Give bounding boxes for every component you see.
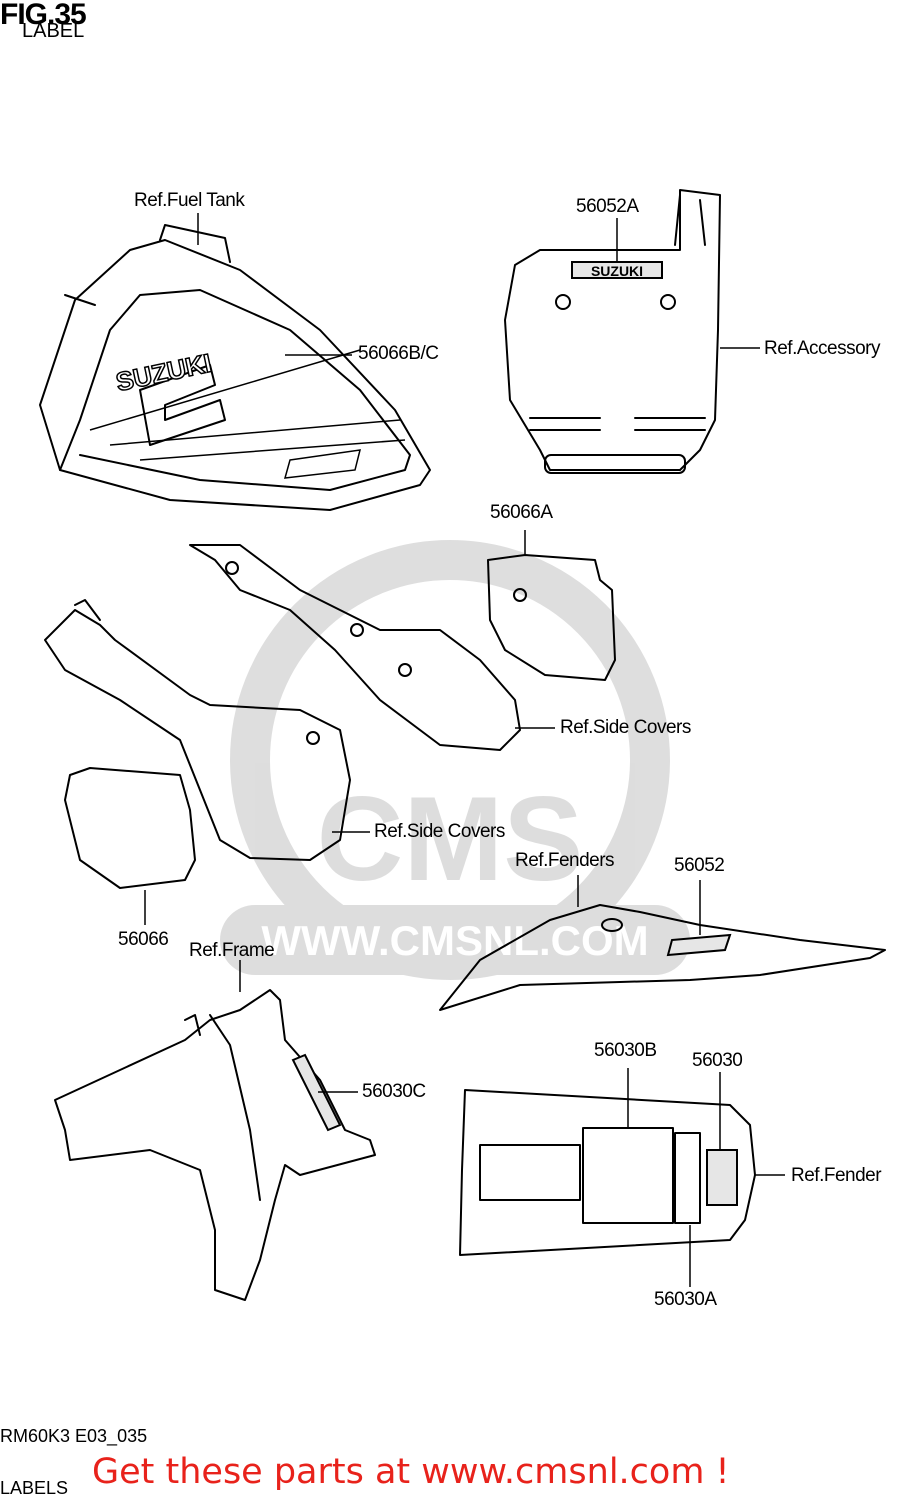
side-cover-right bbox=[189, 544, 616, 751]
callout-56030C: 56030C bbox=[362, 1081, 426, 1102]
callout-ref-accessory: Ref.Accessory bbox=[764, 338, 880, 359]
callout-ref-fender-2: Ref.Fender bbox=[791, 1165, 882, 1186]
callout-56030B: 56030B bbox=[594, 1040, 657, 1061]
callout-56066BC: 56066B/C bbox=[358, 343, 439, 364]
callout-ref-side-covers-1: Ref.Side Covers bbox=[560, 717, 691, 738]
shop-advert-link[interactable]: Get these parts at www.cmsnl.com ! bbox=[92, 1452, 730, 1492]
side-cover-left bbox=[44, 599, 351, 889]
watermark-logo: CMS bbox=[317, 772, 584, 906]
rear-fender-top bbox=[459, 1089, 756, 1256]
callout-ref-frame: Ref.Frame bbox=[189, 940, 275, 961]
callout-ref-fuel-tank: Ref.Fuel Tank bbox=[134, 190, 245, 211]
diagram-code: RM60K3 E03_035 bbox=[0, 1426, 148, 1446]
callout-56052: 56052 bbox=[674, 855, 725, 876]
callout-56066A: 56066A bbox=[490, 502, 553, 523]
rear-fender bbox=[439, 904, 886, 1011]
callout-56066: 56066 bbox=[118, 929, 169, 950]
frame bbox=[54, 989, 376, 1301]
watermark-text: WWW.CMSNL.COM bbox=[261, 917, 648, 964]
diagram-labels-caption: LABELS bbox=[0, 1478, 69, 1498]
number-plate: SUZUKI bbox=[504, 189, 721, 474]
tank-brand-decal: SUZUKI bbox=[113, 348, 214, 397]
fuel-tank: SUZUKI bbox=[39, 224, 431, 511]
figure-title: FIG.35 bbox=[0, 0, 87, 31]
callout-56030A: 56030A bbox=[654, 1289, 717, 1310]
callout-ref-side-covers-2: Ref.Side Covers bbox=[374, 821, 505, 842]
callout-56052A: 56052A bbox=[576, 196, 639, 217]
cms-watermark: CMS WWW.CMSNL.COM bbox=[220, 540, 690, 980]
plate-brand-decal: SUZUKI bbox=[591, 263, 643, 279]
callout-56030: 56030 bbox=[692, 1050, 743, 1071]
callout-ref-fenders-1: Ref.Fenders bbox=[515, 850, 615, 871]
figure-subtitle: LABEL bbox=[22, 20, 85, 42]
